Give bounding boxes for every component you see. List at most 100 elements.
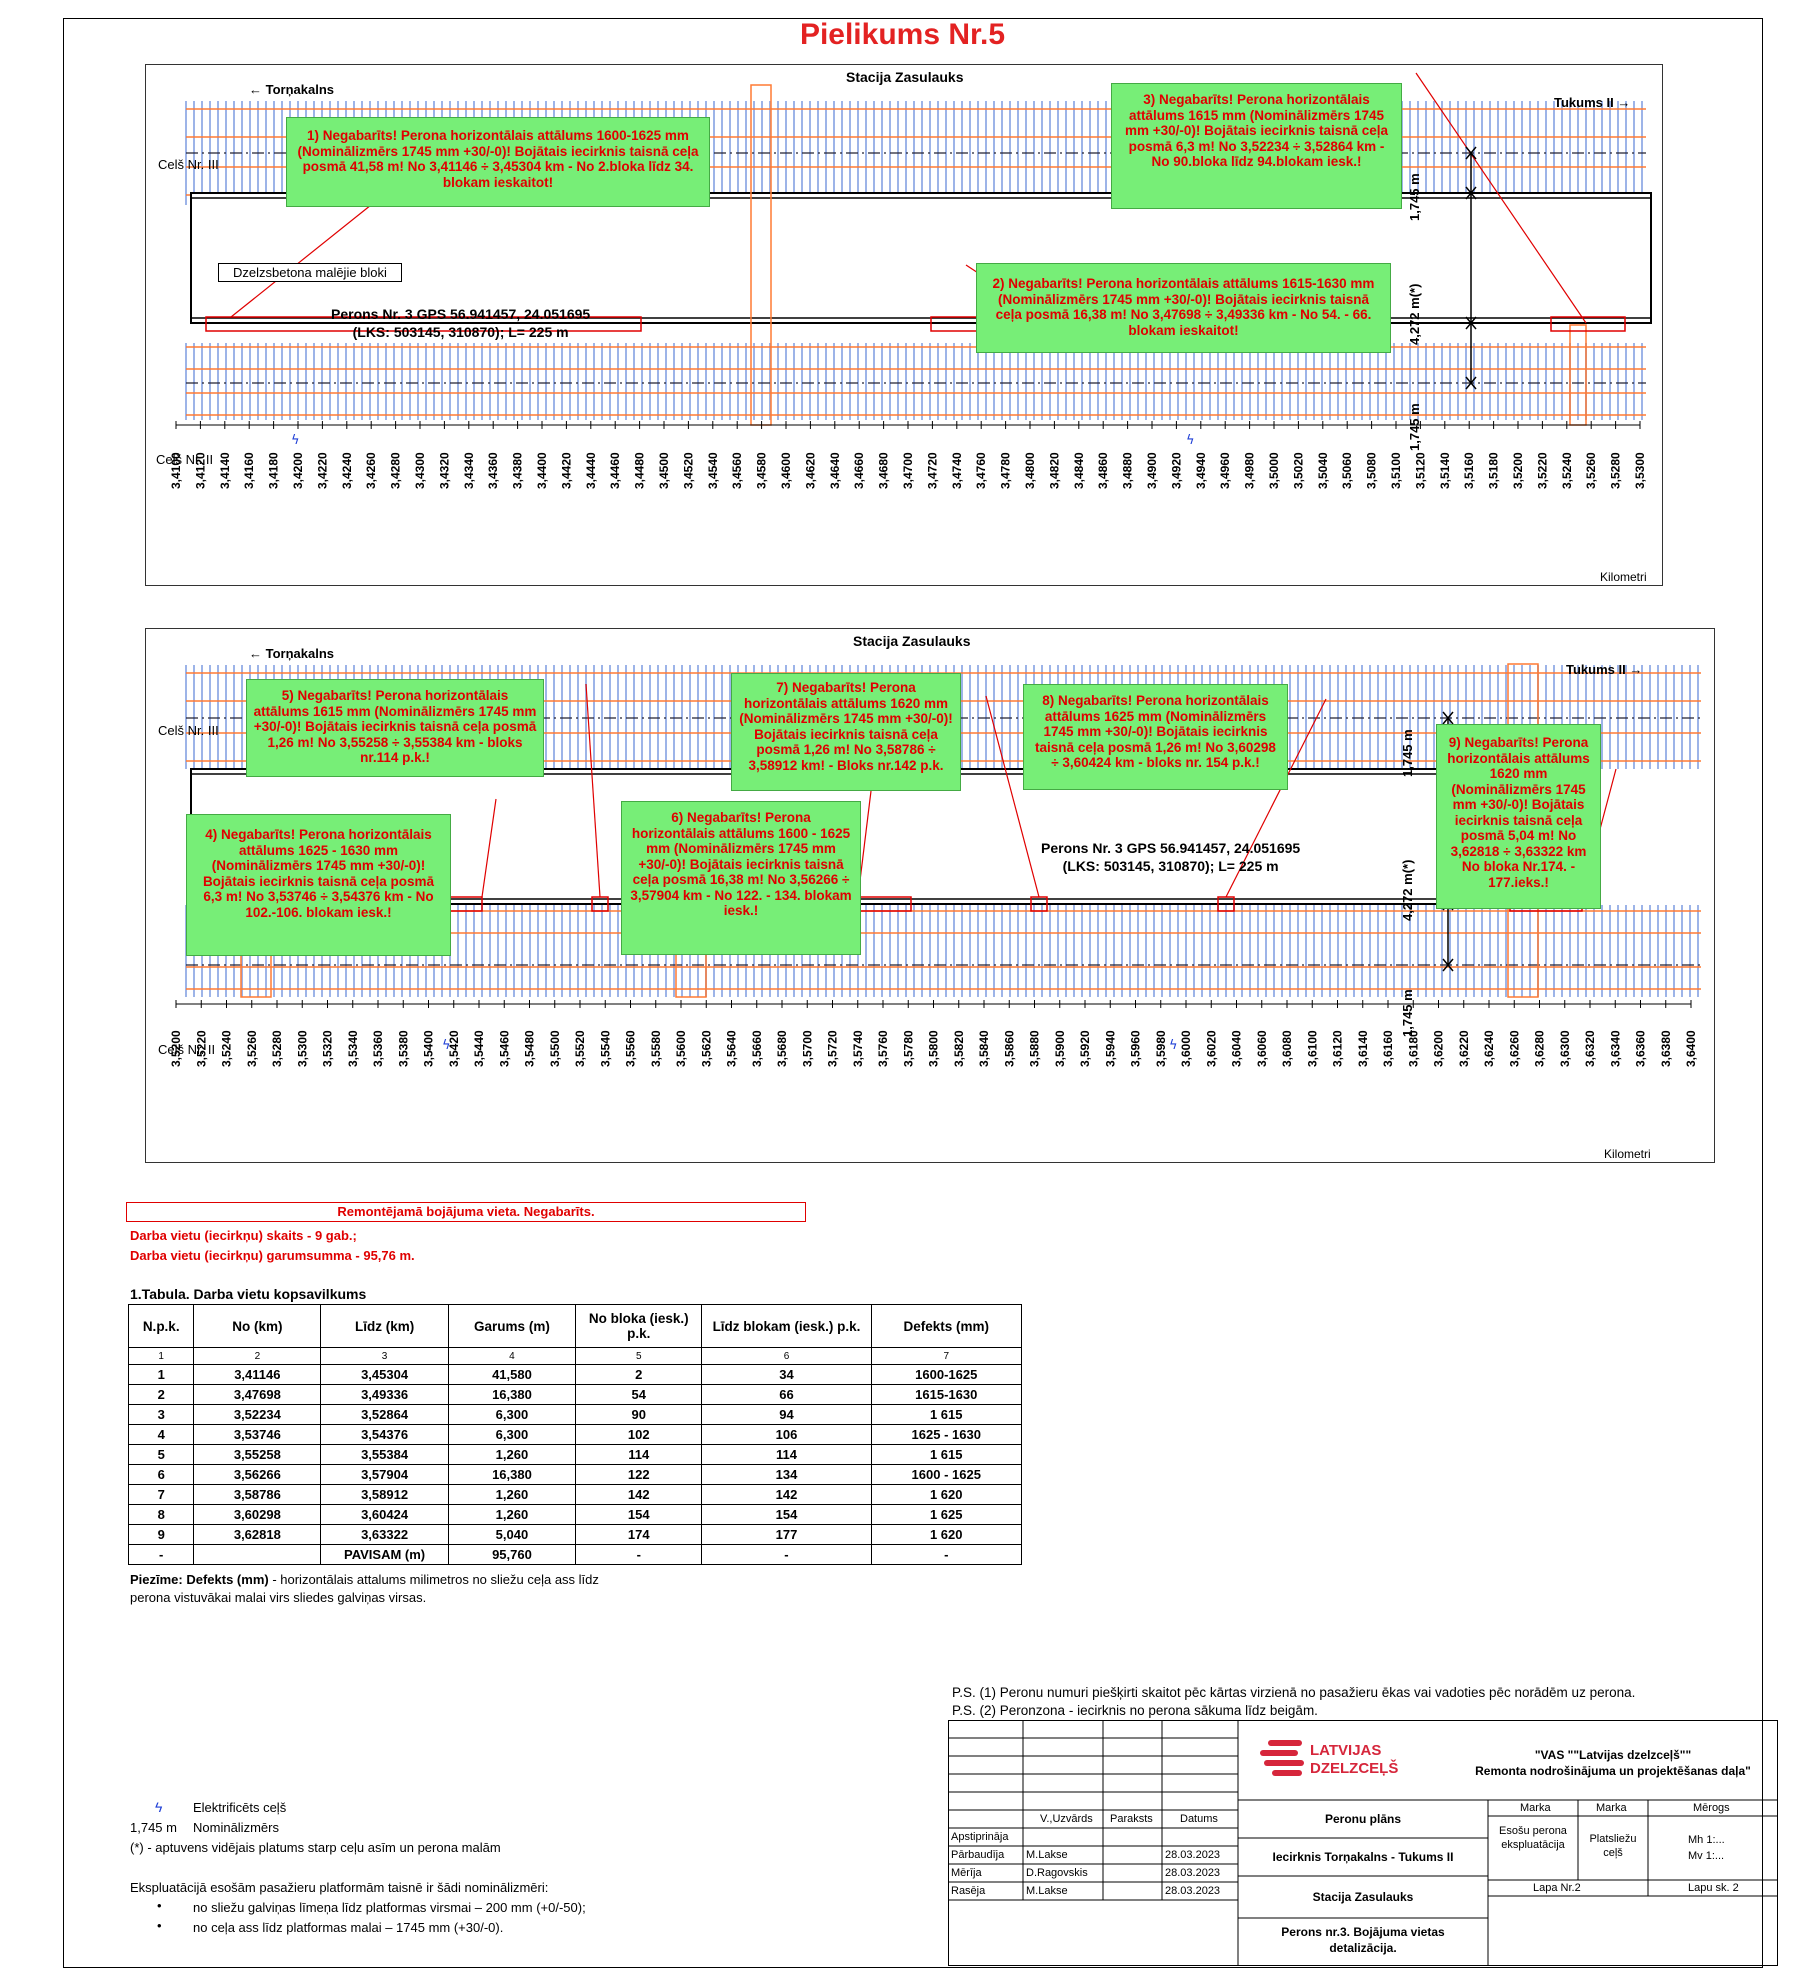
- table-cell: 1615-1630: [870, 1384, 1022, 1405]
- km-tick-label: 3,5160: [1462, 452, 1476, 489]
- dim-mid: 4,272 m(*): [1400, 859, 1415, 921]
- km-tick-label: 3,5260: [245, 1030, 259, 1067]
- km-tick-label: 3,4440: [584, 452, 598, 489]
- document-title: Pielikums Nr.5: [799, 18, 1006, 51]
- table-cell: 94: [701, 1404, 872, 1425]
- km-tick-label: 3,4540: [706, 452, 720, 489]
- km-tick-label: 3,5460: [497, 1030, 511, 1067]
- ps-note-2: P.S. (2) Peronzona - iecirknis no perona…: [952, 1703, 1318, 1718]
- table-cell: -: [127, 1544, 195, 1565]
- role-drawn: Rasēja: [951, 1885, 986, 1897]
- legend-nominal: Nominālizmērs: [193, 1820, 279, 1835]
- sheet-count: Lapu sk. 2: [1688, 1882, 1739, 1894]
- table-cell: 1600-1625: [870, 1364, 1022, 1385]
- table-cell: 1: [127, 1364, 195, 1385]
- km-tick-label: 3,5360: [371, 1030, 385, 1067]
- table-cell: 3,62818: [193, 1524, 322, 1545]
- defect-leader-line: [585, 683, 601, 898]
- table-cell: 41,580: [447, 1364, 577, 1385]
- km-tick-label: 3,5220: [194, 1030, 208, 1067]
- legend-rule-1: no sliežu galviņas līmeņa līdz platforma…: [193, 1900, 586, 1915]
- km-tick-label: 3,5000: [1267, 452, 1281, 489]
- dimension-arrow-icon: [1465, 376, 1477, 390]
- legend-approx: (*) - aptuvens vidējais platums starp ce…: [130, 1840, 501, 1855]
- scale-label: Mērogs: [1693, 1802, 1730, 1814]
- km-tick-label: 3,4160: [242, 452, 256, 489]
- table-cell: -: [701, 1544, 872, 1565]
- track-label-top: Celš Nr. III: [158, 157, 219, 172]
- km-tick-label: 3,5580: [649, 1030, 663, 1067]
- km-tick-label: 3,5900: [1053, 1030, 1067, 1067]
- table-cell: 1 620: [870, 1484, 1022, 1505]
- km-tick-label: 3,5880: [1028, 1030, 1042, 1067]
- km-tick-label: 3,4380: [511, 452, 525, 489]
- table-title: 1.Tabula. Darba vietu kopsavilkums: [130, 1286, 367, 1302]
- table-cell: 95,760: [447, 1544, 577, 1565]
- km-tick-label: 3,4140: [218, 452, 232, 489]
- km-tick-label: 3,5780: [901, 1030, 915, 1067]
- electrified-icon: ϟ: [1186, 433, 1195, 448]
- table-cell: 1625 - 1630: [870, 1424, 1022, 1445]
- km-tick-label: 3,5840: [977, 1030, 991, 1067]
- km-tick-label: 3,4600: [779, 452, 793, 489]
- table-cell: 122: [575, 1464, 703, 1485]
- dim-top: 1,745 m: [1407, 173, 1422, 221]
- marka-2-value: Platsliežu ceļš: [1589, 1833, 1637, 1859]
- km-tick-label: 3,6120: [1331, 1030, 1345, 1067]
- km-tick-label: 3,4340: [462, 452, 476, 489]
- track-plan-panel-1: ϟϟϟ3,41003,41203,41403,41603,41803,42003…: [145, 64, 1663, 586]
- platform-label: Perons Nr. 3 GPS 56.941457, 24.051695 (L…: [331, 306, 591, 340]
- km-tick-label: 3,4100: [169, 452, 183, 489]
- table-cell: 2: [575, 1364, 703, 1385]
- km-tick-label: 3,6040: [1230, 1030, 1244, 1067]
- defect-note-5: 5) Negabarīts! Perona horizontālais attā…: [246, 679, 544, 777]
- table-cell: 3,52234: [193, 1404, 322, 1425]
- axis-unit: Kilometri: [1604, 1147, 1651, 1161]
- km-tick-label: 3,6240: [1482, 1030, 1496, 1067]
- direction-right: Tukums II →: [1554, 95, 1631, 110]
- direction-left: ← Torņakalns: [249, 646, 335, 661]
- plan-title: Peronu plāns: [1324, 1812, 1401, 1826]
- km-tick-label: 3,5280: [1609, 452, 1623, 489]
- dimension-arrow-icon: [1442, 958, 1454, 972]
- table-cell: 1600 - 1625: [870, 1464, 1022, 1485]
- table-cell: 114: [701, 1444, 872, 1465]
- km-tick-label: 3,6300: [1558, 1030, 1572, 1067]
- km-tick-label: 3,4580: [755, 452, 769, 489]
- col-sign: Paraksts: [1110, 1813, 1153, 1825]
- name-measured: D.Ragovskis: [1026, 1867, 1088, 1879]
- km-tick-label: 3,4560: [730, 452, 744, 489]
- direction-left: ← Torņakalns: [249, 82, 335, 97]
- table-cell: 3: [320, 1347, 449, 1365]
- table-header: No bloka (iesk.) p.k.: [575, 1304, 703, 1348]
- table-header: Līdz (km): [320, 1304, 449, 1348]
- km-tick-label: 3,4360: [486, 452, 500, 489]
- km-tick-label: 3,5320: [321, 1030, 335, 1067]
- dimension-arrow-icon: [1465, 316, 1477, 330]
- detail-title: Perons nr.3. Bojājuma vietas detalizācij…: [1281, 1925, 1445, 1955]
- km-tick-label: 3,6000: [1179, 1030, 1193, 1067]
- table-cell: 3,55258: [193, 1444, 322, 1465]
- platform-outline: [190, 192, 1652, 324]
- km-tick-label: 3,5860: [1002, 1030, 1016, 1067]
- table-cell: 1 615: [870, 1444, 1022, 1465]
- table-cell: 3,57904: [320, 1464, 449, 1485]
- table-cell: 5: [575, 1347, 703, 1365]
- km-tick-label: 3,4880: [1121, 452, 1135, 489]
- bullet: •: [157, 1918, 162, 1933]
- direction-right: Tukums II →: [1566, 662, 1643, 677]
- table-header: Defekts (mm): [870, 1304, 1022, 1348]
- table-cell: 6,300: [447, 1404, 577, 1425]
- legend-nominal-value: 1,745 m: [130, 1820, 177, 1835]
- electrified-icon: ϟ: [442, 1038, 451, 1053]
- table-cell: 16,380: [447, 1384, 577, 1405]
- role-checked: Pārbaudīja: [951, 1849, 1005, 1861]
- table-cell: 142: [575, 1484, 703, 1505]
- dim-top: 1,745 m: [1400, 729, 1415, 777]
- km-tick-label: 3,5940: [1103, 1030, 1117, 1067]
- table-cell: 5: [127, 1444, 195, 1465]
